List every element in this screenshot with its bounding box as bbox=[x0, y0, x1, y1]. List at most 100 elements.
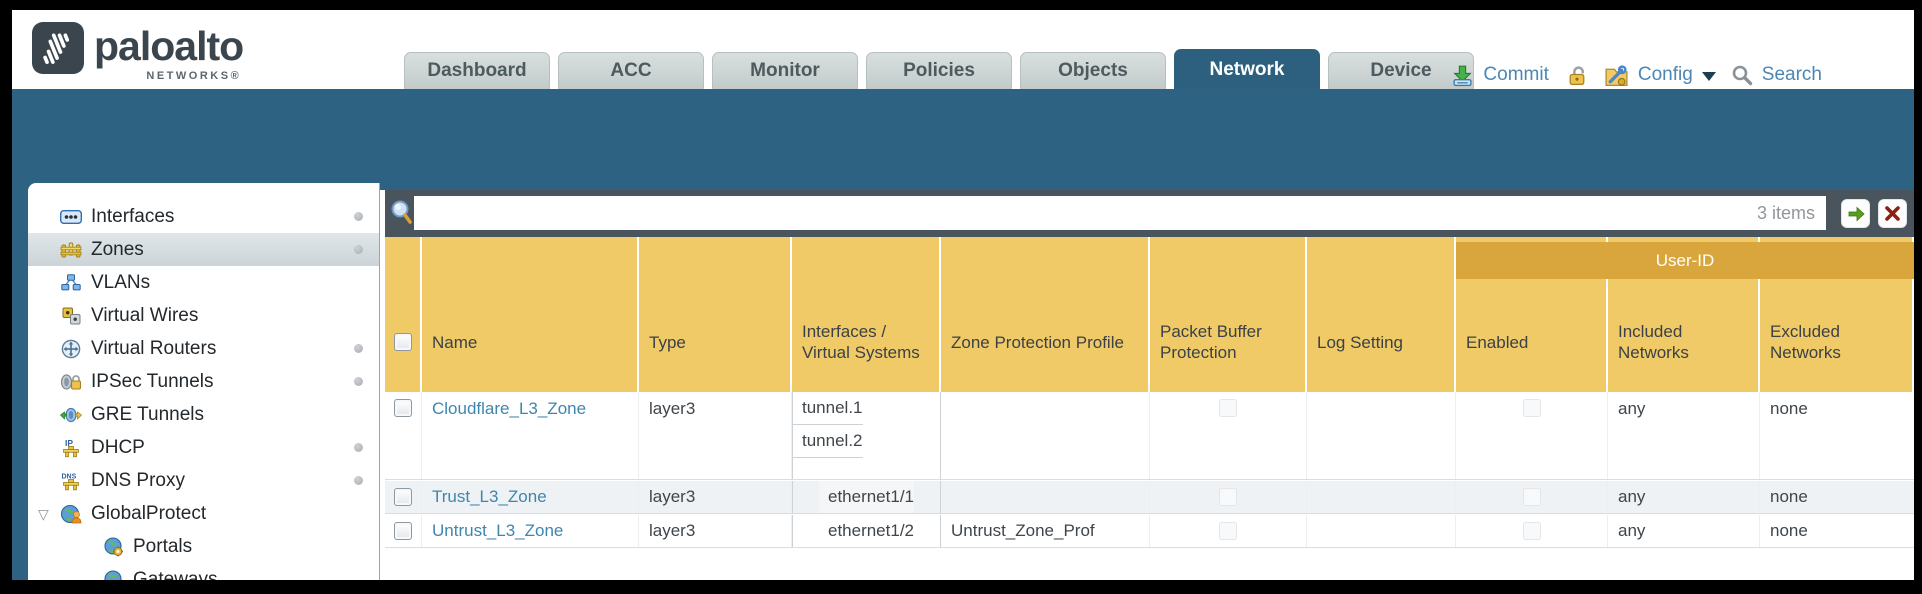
tab-objects[interactable]: Objects bbox=[1020, 52, 1166, 89]
header-cell-log-setting[interactable]: Log Setting bbox=[1307, 237, 1456, 392]
apply-filter-button[interactable] bbox=[1841, 199, 1870, 228]
sidebar-item-virtual-wires[interactable]: Virtual Wires bbox=[28, 299, 379, 332]
excluded-networks: none bbox=[1770, 521, 1808, 540]
dns-proxy-icon: DNS bbox=[60, 471, 82, 491]
gre-tunnels-icon bbox=[60, 405, 82, 425]
header-cell-zone-protection-profile[interactable]: Zone Protection Profile bbox=[941, 237, 1150, 392]
tab-monitor[interactable]: Monitor bbox=[712, 52, 858, 89]
masthead: paloalto NETWORKS® Dashboard ACC Monitor… bbox=[12, 10, 1914, 89]
sidebar-item-label: DNS Proxy bbox=[91, 469, 185, 491]
search-button[interactable]: Search bbox=[1761, 64, 1822, 85]
interfaces-icon bbox=[60, 207, 82, 227]
tab-acc[interactable]: ACC bbox=[558, 52, 704, 89]
ipsec-tunnels-icon bbox=[60, 372, 82, 392]
zone-name-link[interactable]: Cloudflare_L3_Zone bbox=[432, 399, 587, 418]
zone-name-link[interactable]: Untrust_L3_Zone bbox=[432, 521, 564, 540]
filter-search-icon[interactable] bbox=[389, 199, 415, 227]
filter-input[interactable] bbox=[414, 196, 1826, 230]
green-arrow-icon bbox=[1848, 206, 1865, 221]
zones-table-header: Name Type Interfaces / Virtual Systems Z… bbox=[385, 237, 1914, 392]
included-networks: any bbox=[1608, 481, 1760, 513]
svg-text:DNS: DNS bbox=[62, 473, 77, 480]
tab-dashboard[interactable]: Dashboard bbox=[404, 52, 550, 89]
table-row: Trust_L3_Zone layer3 ethernet1/1 any non… bbox=[385, 481, 1914, 514]
config-menu-button[interactable]: Config bbox=[1637, 64, 1693, 85]
log-setting bbox=[1307, 392, 1456, 479]
network-sidebar: Interfaces Zones VLANs Virtual Wires bbox=[28, 183, 380, 580]
sidebar-item-portals[interactable]: Portals bbox=[28, 530, 379, 563]
left-margin-strip bbox=[12, 190, 28, 580]
zone-name-link[interactable]: Trust_L3_Zone bbox=[432, 487, 547, 506]
header-cell-name[interactable]: Name bbox=[422, 237, 639, 392]
userid-enabled-checkbox bbox=[1522, 522, 1541, 540]
paloalto-logo-icon bbox=[32, 22, 84, 74]
sidebar-item-globalprotect[interactable]: ▽ GlobalProtect bbox=[28, 497, 379, 530]
clear-filter-button[interactable] bbox=[1878, 199, 1907, 228]
header-cell-included-networks[interactable]: Included Networks bbox=[1608, 237, 1760, 392]
interface-entry: tunnel.2 bbox=[793, 425, 863, 458]
commit-button[interactable]: Commit bbox=[1483, 64, 1549, 85]
zone-protection-profile bbox=[941, 481, 1150, 513]
header-cell-packet-buffer-protection[interactable]: Packet Buffer Protection bbox=[1150, 237, 1307, 392]
sidebar-item-label: IPSec Tunnels bbox=[91, 370, 214, 392]
expander-triangle-icon[interactable]: ▽ bbox=[38, 506, 49, 522]
tab-network[interactable]: Network bbox=[1174, 49, 1320, 89]
commit-icon[interactable] bbox=[1451, 64, 1474, 87]
lock-icon[interactable] bbox=[1566, 64, 1589, 87]
virtual-wires-icon bbox=[60, 306, 82, 326]
included-networks: any bbox=[1608, 392, 1760, 479]
virtual-routers-icon bbox=[60, 339, 82, 359]
tab-device[interactable]: Device bbox=[1328, 52, 1474, 89]
select-all-checkbox[interactable] bbox=[393, 333, 412, 351]
row-checkbox[interactable] bbox=[394, 522, 412, 540]
sidebar-item-gateways[interactable]: Gateways bbox=[28, 563, 379, 580]
sidebar-item-dhcp[interactable]: IP DHCP bbox=[28, 431, 379, 464]
header-cell-excluded-networks[interactable]: Excluded Networks bbox=[1760, 237, 1914, 392]
sidebar-item-label: Zones bbox=[91, 238, 144, 260]
brand-subtitle: NETWORKS® bbox=[146, 70, 242, 82]
status-dot bbox=[354, 443, 363, 452]
sidebar-item-virtual-routers[interactable]: Virtual Routers bbox=[28, 332, 379, 365]
sidebar-item-dns-proxy[interactable]: DNS DNS Proxy bbox=[28, 464, 379, 497]
zone-protection-profile: Untrust_Zone_Prof bbox=[941, 515, 1150, 547]
zone-type: layer3 bbox=[639, 515, 792, 547]
header-cell-interfaces[interactable]: Interfaces / Virtual Systems bbox=[792, 237, 941, 392]
search-icon[interactable] bbox=[1731, 64, 1753, 86]
tab-policies[interactable]: Policies bbox=[866, 52, 1012, 89]
sidebar-item-interfaces[interactable]: Interfaces bbox=[28, 200, 379, 233]
zones-main-panel: 3 items Name Type Interfaces / Vi bbox=[385, 190, 1914, 580]
sidebar-item-gre-tunnels[interactable]: GRE Tunnels bbox=[28, 398, 379, 431]
config-icon[interactable] bbox=[1604, 64, 1629, 87]
table-row: Untrust_L3_Zone layer3 ethernet1/2 Untru… bbox=[385, 515, 1914, 548]
header-utilities: Commit Config Search bbox=[1451, 60, 1822, 90]
status-dot bbox=[354, 212, 363, 221]
sidebar-item-label: GlobalProtect bbox=[91, 502, 207, 524]
sidebar-item-ipsec-tunnels[interactable]: IPSec Tunnels bbox=[28, 365, 379, 398]
sidebar-item-label: Portals bbox=[133, 535, 193, 557]
row-checkbox[interactable] bbox=[394, 399, 412, 417]
table-row: Cloudflare_L3_Zone layer3 tunnel.1 tunne… bbox=[385, 392, 1914, 480]
sidebar-item-vlans[interactable]: VLANs bbox=[28, 266, 379, 299]
packet-buffer-checkbox bbox=[1219, 488, 1237, 506]
svg-text:IP: IP bbox=[65, 438, 73, 448]
gateways-icon bbox=[102, 569, 124, 580]
main-nav-tabs: Dashboard ACC Monitor Policies Objects N… bbox=[404, 49, 1474, 89]
chevron-down-icon[interactable] bbox=[1701, 71, 1716, 81]
interface-entry: ethernet1/1 bbox=[818, 481, 914, 513]
header-cell-enabled[interactable]: Enabled bbox=[1456, 237, 1608, 392]
brand-name: paloalto bbox=[94, 23, 244, 69]
included-networks: any bbox=[1608, 515, 1760, 547]
row-checkbox[interactable] bbox=[394, 488, 412, 506]
sidebar-item-label: VLANs bbox=[91, 271, 151, 293]
sidebar-item-label: Virtual Wires bbox=[91, 304, 199, 326]
packet-buffer-checkbox bbox=[1219, 399, 1237, 417]
status-dot bbox=[354, 245, 363, 254]
interface-entry: ethernet1/2 bbox=[818, 515, 914, 547]
paloalto-logo: paloalto NETWORKS® bbox=[32, 22, 244, 82]
sidebar-item-label: Gateways bbox=[133, 568, 218, 581]
sidebar-item-zones[interactable]: Zones bbox=[28, 233, 379, 266]
header-cell-type[interactable]: Type bbox=[639, 237, 792, 392]
userid-enabled-checkbox bbox=[1522, 399, 1541, 417]
zones-icon bbox=[60, 240, 82, 260]
